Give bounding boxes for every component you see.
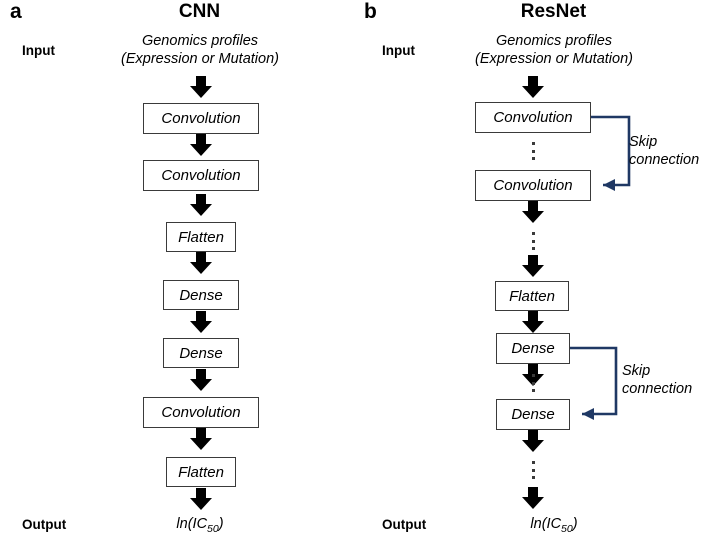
output-value-subscript: 50 [207, 522, 219, 535]
down-arrow-icon [522, 311, 544, 333]
output-label-cnn: Output [22, 517, 67, 532]
panel-title-resnet: ResNet [520, 1, 587, 22]
down-arrow-icon [522, 201, 544, 223]
down-arrow-icon [522, 364, 544, 386]
layer-box-label: Convolution [161, 404, 241, 421]
layer-box-dense: Dense [163, 338, 239, 368]
layer-box-convolution: Convolution [475, 170, 591, 201]
skip-connection-label: Skip connection [622, 362, 692, 398]
input-description-line1: Genomics profiles [495, 33, 613, 49]
output-value-suffix: ) [218, 516, 224, 532]
panel-resnet: b ResNet Input Genomics profiles (Expres… [354, 0, 708, 541]
input-description-line2: (Expression or Mutation) [121, 51, 279, 68]
layer-box-label: Convolution [493, 109, 573, 126]
layer-box-flatten: Flatten [166, 457, 236, 487]
layer-box-label: Flatten [509, 287, 555, 305]
down-arrow-icon [190, 76, 212, 98]
output-label-resnet: Output [382, 517, 427, 532]
panel-letter-b: b [364, 0, 377, 23]
panel-letter-a: a [10, 0, 22, 23]
layer-box-dense: Dense [496, 333, 570, 364]
layer-box-label: Flatten [178, 463, 224, 481]
down-arrow-icon [190, 134, 212, 156]
input-description-cnn: Genomics profiles (Expression or Mutatio… [45, 32, 355, 68]
down-arrow-icon [522, 487, 544, 509]
down-arrow-icon [522, 76, 544, 98]
layer-box-label: Dense [511, 340, 555, 357]
skip-connection-label-line2: connection [622, 381, 693, 398]
output-value-suffix: ) [572, 516, 578, 532]
input-description-line2: (Expression or Mutation) [475, 51, 633, 68]
down-arrow-icon [190, 488, 212, 510]
skip-connection-label-line1: Skip [622, 363, 651, 379]
layer-box-label: Flatten [178, 228, 224, 246]
layer-box-dense: Dense [496, 399, 570, 430]
down-arrow-icon [522, 430, 544, 452]
down-arrow-icon [190, 369, 212, 391]
down-arrow-icon [190, 252, 212, 274]
input-label-resnet: Input [382, 43, 415, 58]
output-value-subscript: 50 [561, 522, 573, 535]
vertical-ellipsis-icon [528, 461, 538, 479]
down-arrow-icon [190, 194, 212, 216]
layer-box-convolution: Convolution [143, 103, 259, 134]
down-arrow-icon [190, 428, 212, 450]
layer-box-label: Convolution [161, 110, 241, 127]
panel-cnn: a CNN Input Genomics profiles (Expressio… [10, 0, 355, 536]
layer-box-convolution: Convolution [143, 397, 259, 428]
layer-box-label: Convolution [161, 167, 241, 184]
skip-connection-label-line2: connection [629, 152, 700, 169]
layer-box-flatten: Flatten [166, 222, 236, 252]
output-value-prefix: ln(IC [530, 516, 562, 532]
vertical-ellipsis-icon [528, 374, 538, 392]
layer-box-label: Dense [179, 344, 223, 362]
vertical-ellipsis-icon [528, 142, 538, 160]
output-value-prefix: ln(IC [176, 516, 208, 532]
layer-box-label: Dense [179, 286, 223, 304]
input-description-resnet: Genomics profiles (Expression or Mutatio… [404, 32, 704, 68]
skip-connection-arrow: Skip connection [354, 0, 708, 541]
down-arrow-icon [522, 255, 544, 277]
layer-box-dense: Dense [163, 280, 239, 310]
layer-box-label: Dense [511, 406, 555, 423]
layer-box-flatten: Flatten [495, 281, 569, 311]
layer-box-convolution: Convolution [143, 160, 259, 191]
output-value-cnn: ln(IC50) [45, 515, 355, 536]
skip-connection-label-line1: Skip [629, 134, 658, 150]
output-value-resnet: ln(IC50) [404, 515, 704, 536]
panel-title-cnn: CNN [178, 1, 221, 22]
input-label-cnn: Input [22, 43, 55, 58]
layer-box-convolution: Convolution [475, 102, 591, 133]
down-arrow-icon [190, 311, 212, 333]
skip-connection-label: Skip connection [629, 133, 699, 169]
vertical-ellipsis-icon [528, 232, 538, 250]
layer-box-label: Convolution [493, 177, 573, 194]
input-description-line1: Genomics profiles [141, 33, 259, 49]
